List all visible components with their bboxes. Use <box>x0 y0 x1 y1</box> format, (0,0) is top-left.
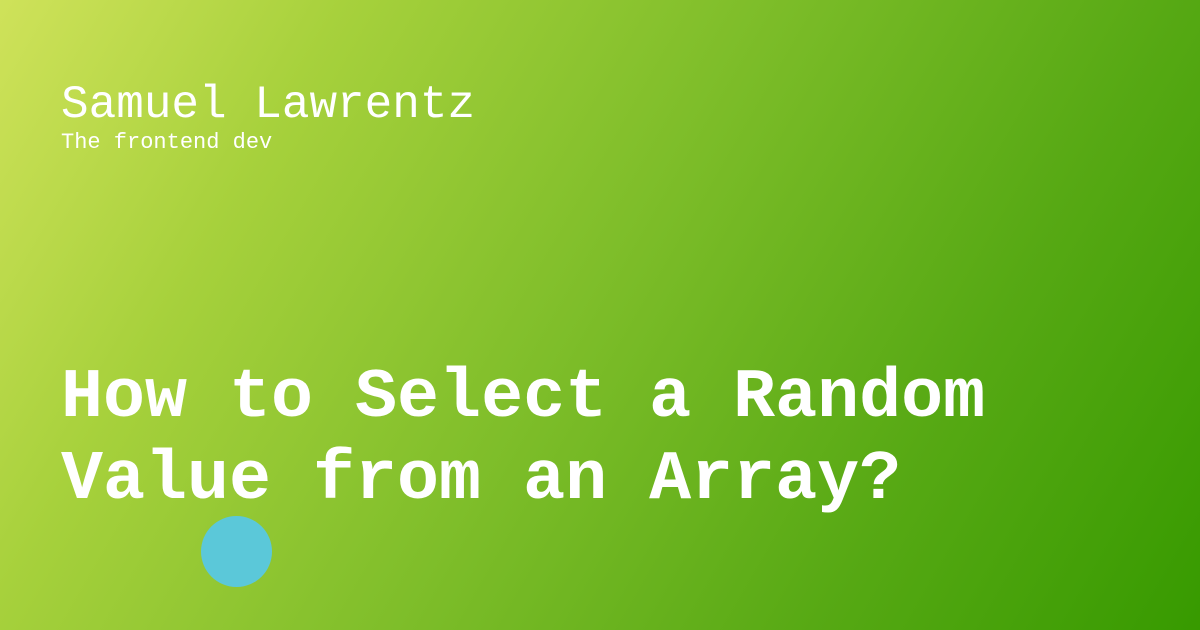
circle-icon <box>201 516 272 587</box>
article-title: How to Select a Random Value from an Arr… <box>61 359 986 520</box>
author-block: Samuel Lawrentz The frontend dev <box>61 78 475 156</box>
author-tagline: The frontend dev <box>61 130 273 155</box>
author-name: Samuel Lawrentz <box>61 79 476 131</box>
